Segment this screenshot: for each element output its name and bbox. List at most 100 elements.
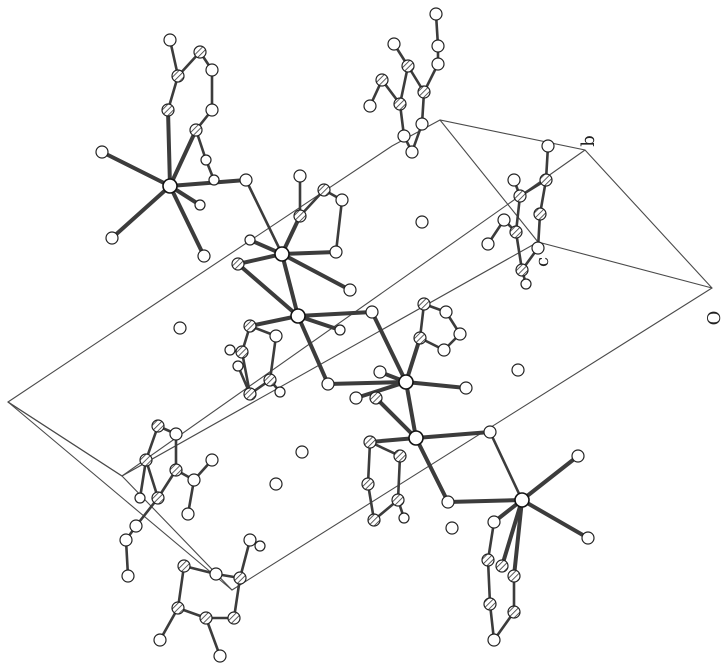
- atom: [405, 145, 419, 159]
- atom: [487, 633, 501, 647]
- unit-cell-edge-4: [439, 119, 539, 243]
- atom: [571, 449, 585, 463]
- unit-cell-edge-2: [7, 401, 233, 591]
- bond: [520, 498, 590, 540]
- atom: [177, 559, 191, 573]
- atom: [507, 173, 521, 187]
- atom: [263, 373, 277, 387]
- atom: [119, 533, 133, 547]
- atom: [243, 319, 257, 333]
- atom: [431, 57, 445, 71]
- unit-cell-edge-6: [121, 241, 539, 477]
- bond: [334, 198, 344, 254]
- bond: [280, 250, 338, 256]
- atom: [171, 69, 185, 83]
- atom: [437, 343, 451, 357]
- atom: [151, 491, 165, 505]
- atom: [254, 540, 266, 552]
- bond: [240, 350, 252, 396]
- atom: [497, 213, 511, 227]
- bond: [248, 314, 300, 328]
- atom: [243, 533, 257, 547]
- atoms: [95, 7, 595, 663]
- atom: [487, 515, 501, 529]
- bond: [168, 128, 198, 188]
- atom: [208, 174, 220, 186]
- atom: [363, 435, 377, 449]
- atom: [121, 569, 135, 583]
- atom: [334, 324, 346, 336]
- atom: [515, 263, 529, 277]
- atom: [317, 183, 331, 197]
- bond: [110, 184, 172, 240]
- atom: [194, 199, 206, 211]
- bond: [268, 334, 278, 382]
- atom: [193, 45, 207, 59]
- metal-atom: [398, 374, 414, 390]
- atom: [397, 129, 411, 143]
- atom: [151, 419, 165, 433]
- atom: [293, 209, 307, 223]
- atom: [343, 283, 357, 297]
- atom: [391, 493, 405, 507]
- atom: [189, 123, 203, 137]
- atom: [507, 569, 521, 583]
- bond: [374, 396, 418, 440]
- atom: [429, 7, 443, 21]
- unit-cell-edge-5: [537, 241, 713, 289]
- bond: [100, 150, 172, 188]
- atom: [233, 571, 247, 585]
- atom: [243, 387, 257, 401]
- atom: [269, 329, 283, 343]
- atom: [349, 391, 363, 405]
- atom: [393, 97, 407, 111]
- atom: [533, 207, 547, 221]
- metal-atom: [162, 178, 178, 194]
- bond: [488, 430, 524, 502]
- atom: [373, 365, 387, 379]
- isolated-atom: [445, 521, 459, 535]
- isolated-atom: [511, 363, 525, 377]
- atom: [431, 39, 445, 53]
- atom: [153, 633, 167, 647]
- bond: [296, 314, 330, 386]
- isolated-atom: [269, 477, 283, 491]
- atom: [398, 512, 410, 524]
- atom: [541, 139, 555, 153]
- bond: [204, 616, 222, 658]
- atom: [187, 473, 201, 487]
- atom: [413, 331, 427, 345]
- atom: [453, 327, 467, 341]
- atom: [375, 73, 389, 87]
- atom: [227, 611, 241, 625]
- atom: [235, 345, 249, 359]
- atom: [581, 531, 595, 545]
- atom: [181, 507, 195, 521]
- isolated-atom: [173, 321, 187, 335]
- bond: [404, 380, 418, 440]
- atom: [441, 495, 455, 509]
- isolated-atom: [415, 215, 429, 229]
- bond: [144, 458, 160, 500]
- metal-atom: [408, 430, 424, 446]
- bond: [520, 454, 580, 502]
- atom: [105, 231, 119, 245]
- bond: [280, 252, 352, 292]
- atom: [393, 449, 407, 463]
- bond: [326, 380, 408, 386]
- bond: [370, 310, 408, 384]
- atom: [199, 611, 213, 625]
- atom: [520, 278, 532, 290]
- bond: [500, 498, 524, 568]
- atom: [417, 85, 431, 99]
- atom: [513, 189, 527, 203]
- atom: [134, 492, 146, 504]
- bond: [280, 252, 300, 318]
- atom: [205, 63, 219, 77]
- atom: [200, 154, 212, 166]
- atom: [171, 601, 185, 615]
- atom: [363, 99, 377, 113]
- atom: [293, 169, 307, 183]
- bond: [404, 380, 468, 390]
